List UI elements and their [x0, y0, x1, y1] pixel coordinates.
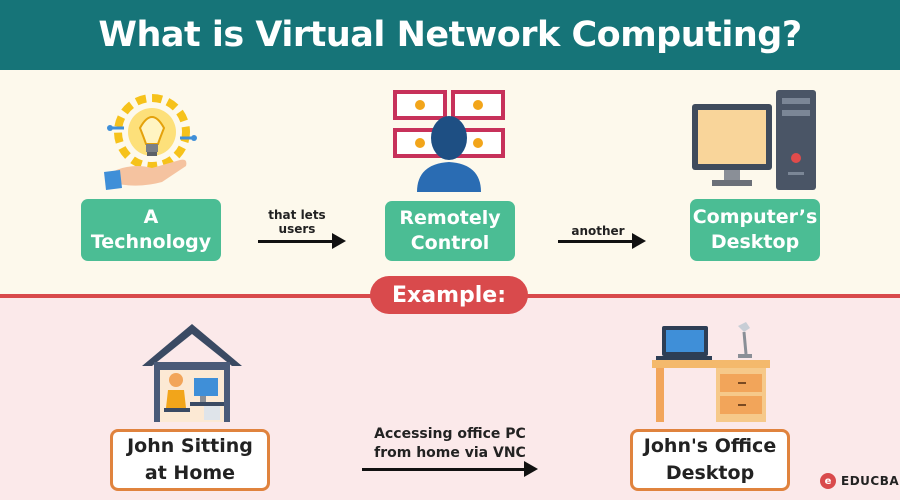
connector-label: that lets users — [268, 208, 326, 236]
office-desk-icon — [652, 322, 770, 422]
connector-arrow — [258, 233, 346, 249]
connector-label: another — [571, 224, 625, 238]
step-technology: A Technology — [81, 199, 221, 261]
title-bar: What is Virtual Network Computing? — [0, 0, 900, 70]
step-remotely-control: Remotely Control — [385, 201, 515, 261]
step-label: Computer’s Desktop — [692, 206, 818, 253]
person-screens-icon — [393, 90, 505, 192]
example-from-box: John Sitting at Home — [110, 429, 270, 491]
example-connector-arrow — [362, 461, 538, 477]
brand-logo: e EDUCBA — [820, 473, 899, 489]
brand-mark-icon: e — [820, 473, 836, 489]
example-heading: Example: — [370, 276, 528, 314]
connector-arrow — [558, 233, 646, 249]
step-label: A Technology — [90, 206, 212, 253]
page-title: What is Virtual Network Computing? — [98, 15, 802, 55]
example-to-box: John's Office Desktop — [630, 429, 790, 491]
brand-name: EDUCBA — [841, 474, 900, 488]
lightbulb-gear-hand-icon — [104, 94, 197, 190]
example-to-label: John's Office Desktop — [643, 435, 777, 484]
example-from-label: John Sitting at Home — [127, 435, 253, 484]
step-computers-desktop: Computer’s Desktop — [690, 199, 820, 261]
desktop-computer-icon — [692, 90, 816, 190]
step-label: Remotely Control — [399, 207, 501, 254]
house-person-icon — [142, 324, 242, 422]
example-connector-label: Accessing office PC from home via VNC — [374, 426, 526, 461]
